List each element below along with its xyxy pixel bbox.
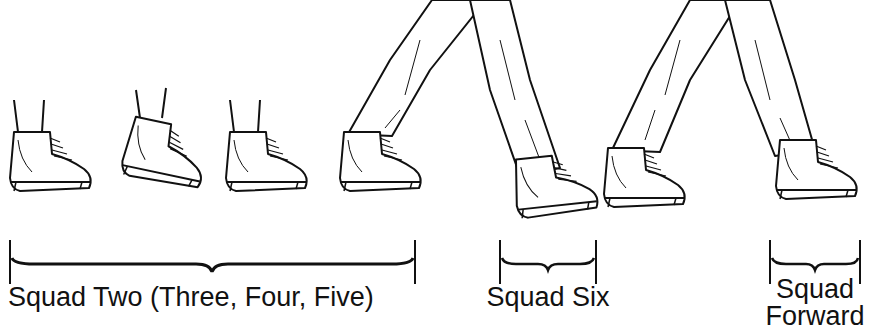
squad-label: Squad Six (486, 284, 609, 311)
legs-figure (340, 0, 598, 219)
legs-figure (604, 0, 857, 207)
squad-label: Squad Forward (760, 276, 870, 330)
span-bracket (10, 240, 860, 284)
boot-group (10, 88, 307, 191)
squad-label: Squad Two (Three, Four, Five) (8, 284, 374, 311)
